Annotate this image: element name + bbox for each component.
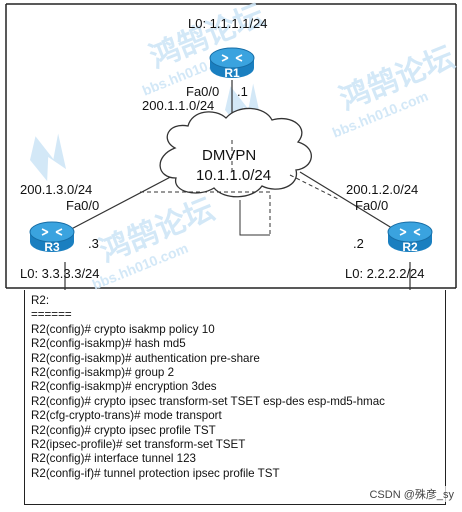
router-arrows-icon [221, 54, 243, 62]
r1-loopback: L0: 1.1.1.1/24 [188, 16, 268, 31]
router-arrows-icon [399, 228, 421, 236]
tunnel-r2 [289, 174, 341, 201]
config-line: R2(config-isakmp)# authentication pre-sh… [31, 351, 260, 365]
router-name: R3 [44, 240, 60, 254]
config-line: R2(config-isakmp)# hash md5 [31, 337, 186, 351]
r2-interface: Fa0/0 [355, 198, 388, 213]
router-name: R1 [224, 66, 240, 80]
r1-subnet: 200.1.1.0/24 [142, 98, 214, 113]
router-top [29, 221, 75, 243]
config-line: R2(config)# interface tunnel 123 [31, 452, 196, 466]
router-r2[interactable]: R2 [387, 221, 433, 254]
credit-label: CSDN @殊彦_sy [369, 486, 454, 502]
cloud-network: 10.1.1.0/24 [196, 167, 271, 184]
watermark-logo-icon [30, 133, 67, 182]
config-line: R2: [31, 294, 50, 307]
router-r1[interactable]: R1 [209, 47, 255, 80]
link-r2-cloud [299, 171, 406, 237]
r3-interface: Fa0/0 [66, 198, 99, 213]
config-panel: R2: ====== R2(config)# crypto isakmp pol… [24, 290, 446, 505]
r1-interface: Fa0/0 [186, 84, 219, 99]
config-line: R2(cfg-crypto-trans)# mode transport [31, 409, 222, 423]
r3-host: .3 [88, 236, 99, 251]
router-top [387, 221, 433, 243]
config-line: R2(config)# crypto ipsec profile TST [31, 423, 216, 437]
router-arrows-icon [41, 228, 63, 236]
tunnel-r3 [140, 191, 271, 235]
config-line: ====== [31, 308, 72, 322]
cloud-title: DMVPN [202, 147, 256, 164]
config-line: R2(config-isakmp)# encryption 3des [31, 380, 217, 394]
router-name: R2 [402, 240, 418, 254]
config-line: R2(config-if)# tunnel protection ipsec p… [31, 466, 280, 480]
router-r3[interactable]: R3 [29, 221, 75, 254]
config-line: R2(ipsec-profile)# set transform-set TSE… [31, 438, 246, 452]
network-topology: 鸿鹄论坛 bbs.hh010.com 鸿鹄论坛 bbs.hh010.com 鸿鹄… [5, 0, 459, 292]
config-line: R2(config)# crypto ipsec transform-set T… [31, 394, 385, 408]
config-line: R2(config-isakmp)# group 2 [31, 366, 175, 380]
link-r3-cloud [57, 171, 181, 237]
router-top [209, 47, 255, 69]
tunnel-mid [239, 200, 270, 236]
r2-host: .2 [353, 236, 364, 251]
r3-subnet: 200.1.3.0/24 [20, 182, 92, 197]
r3-loopback: L0: 3.3.3.3/24 [20, 266, 100, 281]
dmvpn-cloud [159, 107, 312, 198]
r2-loopback: L0: 2.2.2.2/24 [345, 266, 425, 281]
r1-host: .1 [237, 84, 248, 99]
config-line: R2(config)# crypto isakmp policy 10 [31, 322, 215, 336]
r2-subnet: 200.1.2.0/24 [346, 182, 418, 197]
